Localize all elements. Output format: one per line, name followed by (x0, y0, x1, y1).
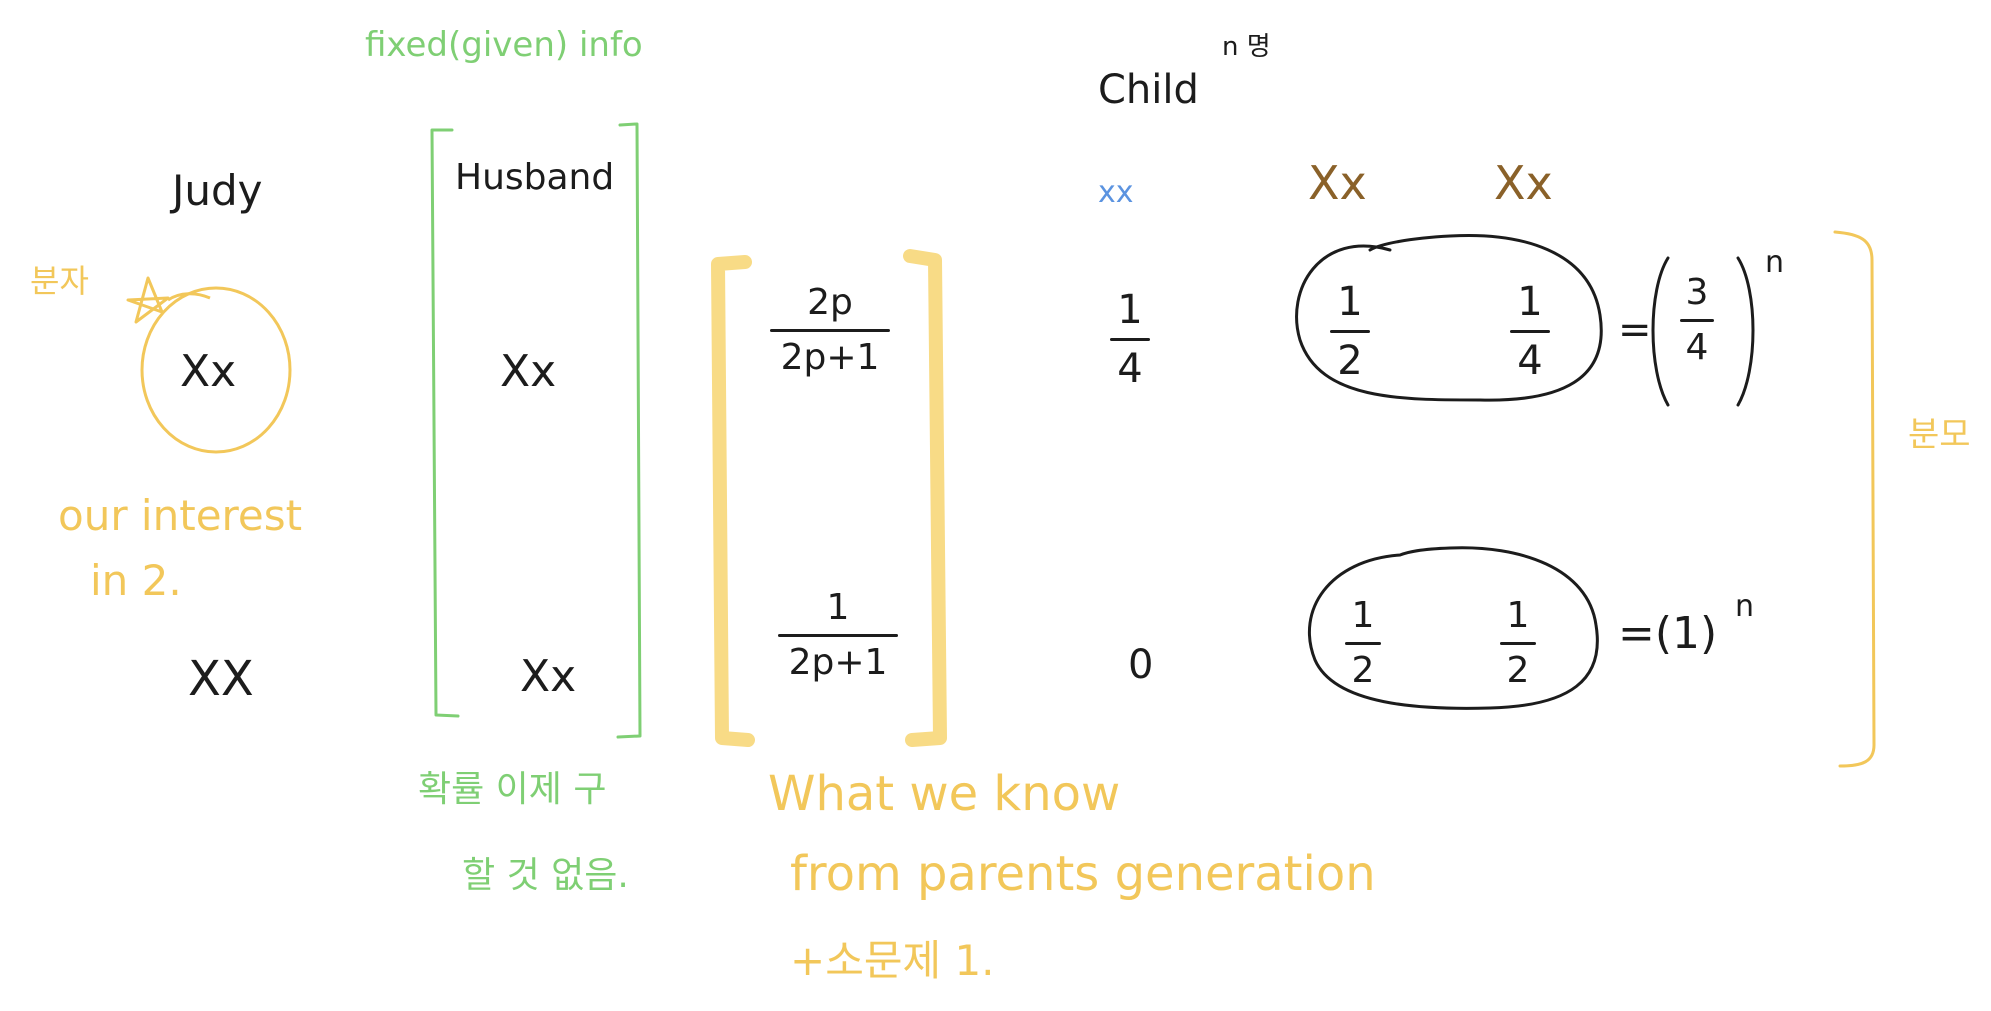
fraction-bar (1510, 330, 1550, 333)
what-we-know-line2: from parents generation (790, 846, 1376, 902)
row1-pair-fraction-2: 1 4 (1510, 282, 1550, 381)
fraction-bar (1500, 642, 1536, 645)
row1-probability-num: 2p (807, 282, 853, 323)
child-superscript: n 명 (1222, 32, 1271, 62)
fraction-bar (1345, 642, 1381, 645)
row1-pair-fraction-1: 1 2 (1330, 282, 1370, 381)
denominator-bracket (1833, 230, 1876, 768)
row2-pair-fraction-2: 1 2 (1500, 598, 1536, 689)
what-we-know-line1: What we know (768, 766, 1121, 822)
row1-child-xx-fraction: 1 4 (1110, 290, 1150, 389)
green-note-line1: 확률 이제 구 (418, 769, 607, 810)
fraction-bar (1680, 319, 1714, 322)
row2-pair1-num: 1 (1351, 595, 1375, 636)
child-header-Xx-1: Xx (1308, 156, 1367, 210)
child-label: Child (1098, 67, 1199, 113)
fraction-bar (1330, 330, 1370, 333)
our-interest-line2: in 2. (90, 556, 182, 605)
green-note-line2: 할 것 없음. (462, 855, 629, 896)
row1-result-exponent: n (1765, 245, 1785, 280)
husband-header: Husband (455, 157, 615, 198)
child-header-xx: xx (1098, 175, 1134, 210)
row2-probability-den: 2p+1 (788, 642, 888, 683)
row1-child-xx-num: 1 (1117, 287, 1143, 333)
our-interest-line1: our interest (58, 491, 303, 540)
row2-result-exponent: n (1735, 589, 1755, 624)
row2-pair-fraction-1: 1 2 (1345, 598, 1381, 689)
fraction-bar (1110, 338, 1150, 341)
row1-probability: 2p 2p+1 (770, 285, 890, 376)
row2-pair1-den: 2 (1351, 650, 1375, 691)
row1-pair2-den: 4 (1517, 338, 1543, 384)
row2-judy-genotype: XX (188, 651, 254, 707)
star-note: 분자 (30, 262, 89, 300)
fraction-bar (778, 634, 898, 637)
child-header-Xx-2: Xx (1494, 156, 1553, 210)
row2-husband-genotype: Xx (520, 651, 577, 702)
judy-header: Judy (172, 166, 263, 215)
row1-result-num: 3 (1685, 272, 1709, 313)
fixed-info-label: fixed(given) info (365, 25, 643, 65)
row1-pair1-num: 1 (1337, 279, 1363, 325)
result-paren-left (1651, 256, 1670, 407)
row1-result-equals: = (1618, 307, 1652, 353)
row1-child-xx-den: 4 (1117, 346, 1143, 392)
row2-pair2-num: 1 (1506, 595, 1530, 636)
judy-interest-circle (140, 286, 292, 454)
row1-result-fraction: 3 4 (1680, 275, 1714, 366)
husband-column-bracket (430, 122, 642, 739)
row2-probability: 1 2p+1 (778, 590, 898, 681)
probability-bracket (711, 249, 947, 747)
row1-husband-genotype: Xx (500, 346, 557, 397)
row1-result-den: 4 (1685, 327, 1709, 368)
row1-pair1-den: 2 (1337, 338, 1363, 384)
row1-probability-den: 2p+1 (780, 337, 880, 378)
row1-judy-genotype: Xx (180, 346, 237, 397)
row2-probability-num: 1 (826, 587, 850, 628)
row1-pair2-num: 1 (1517, 279, 1543, 325)
top-pair-loop (1295, 234, 1603, 402)
result-paren-right (1736, 256, 1755, 407)
what-we-know-line3: +소문제 1. (790, 936, 995, 985)
row2-child-xx-value: 0 (1128, 642, 1154, 688)
star-icon (126, 276, 211, 324)
row2-pair2-den: 2 (1506, 650, 1530, 691)
bottom-pair-loop (1308, 546, 1599, 710)
row2-result: =(1) (1618, 608, 1718, 659)
fraction-bar (770, 329, 890, 332)
denominator-note: 분모 (1908, 415, 1971, 455)
